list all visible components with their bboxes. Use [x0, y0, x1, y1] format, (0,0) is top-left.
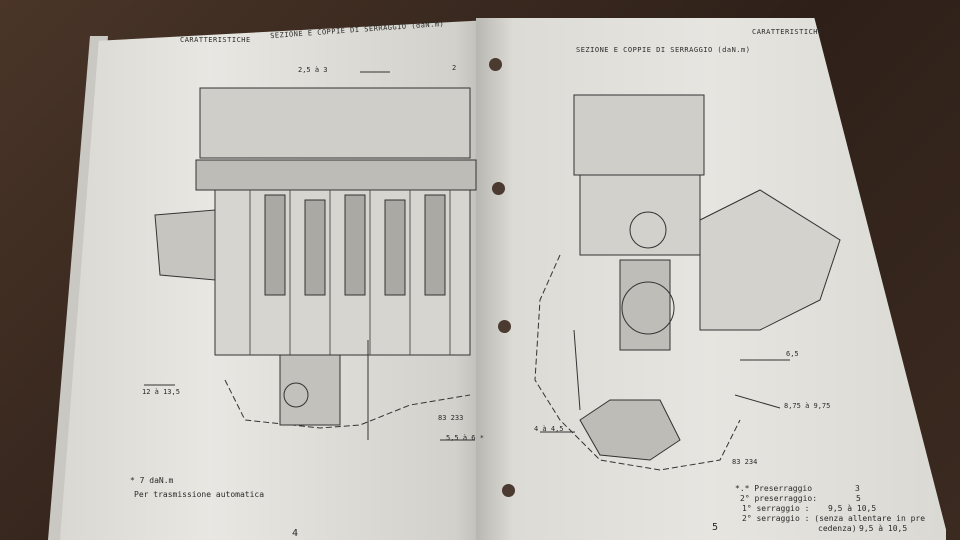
- torque-label: 5,5 à 6 *: [446, 434, 484, 442]
- legend-label: 2° serraggio : (senza allentare in pre: [742, 514, 926, 523]
- legend-value: 9,5 à 10,5: [828, 504, 877, 513]
- footnote-transmission: Per trasmissione automatica: [134, 490, 265, 499]
- footnote: * 7 daN.m: [130, 476, 174, 485]
- legend-value: 5: [856, 494, 861, 503]
- figure-ref-number: 83 233: [438, 414, 464, 422]
- legend-label: 1° serraggio :: [742, 504, 810, 513]
- legend-value: 3: [855, 484, 860, 493]
- page-number: 5: [712, 522, 719, 533]
- legend-label: 2° preserraggio:: [740, 494, 818, 503]
- binder-hole: [498, 320, 511, 333]
- engine-transverse-section: [534, 94, 841, 471]
- page-number: 4: [292, 528, 299, 539]
- torque-label: 6,5: [786, 350, 799, 358]
- right-page-title: SEZIONE E COPPIE DI SERRAGGIO (daN.m): [576, 46, 751, 54]
- torque-label: 12 à 13,5: [142, 388, 180, 396]
- torque-label: 2,5 à 3: [298, 66, 328, 74]
- legend-label: cedenza): [818, 524, 857, 533]
- binder-hole: [492, 182, 505, 195]
- legend-value: 9,5 à 10,5: [859, 524, 908, 533]
- binder-hole: [489, 58, 502, 71]
- right-page-header: CARATTERISTICHE: [752, 28, 823, 36]
- left-page-header: CARATTERISTICHE: [180, 36, 251, 44]
- figure-ref-number: 83 234: [732, 458, 758, 466]
- binder-hole: [502, 484, 515, 497]
- torque-label: 8,75 à 9,75: [784, 402, 831, 410]
- torque-label: 2: [452, 64, 457, 72]
- legend-label: *.* Preserraggio: [735, 484, 813, 493]
- torque-label: 4 à 4,5: [534, 425, 564, 433]
- engine-longitudinal-section: [144, 71, 477, 441]
